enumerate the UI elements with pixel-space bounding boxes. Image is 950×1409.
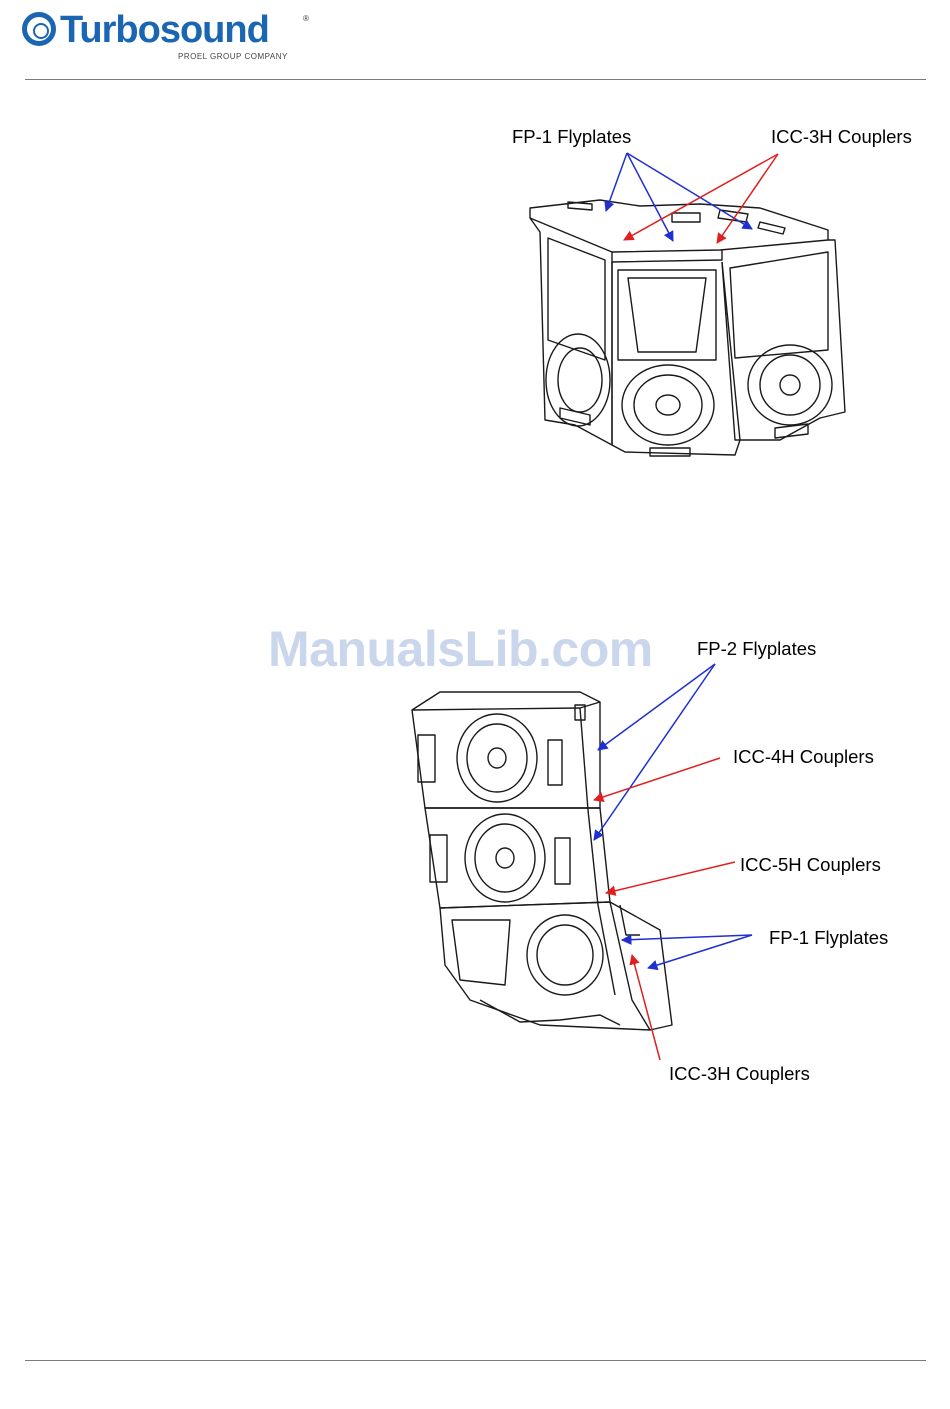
- fig2-arrows: [594, 664, 752, 1060]
- fig1-speaker-array: [530, 200, 845, 456]
- fig2-speaker-array: [412, 692, 672, 1030]
- fig1-arrows: [606, 153, 778, 243]
